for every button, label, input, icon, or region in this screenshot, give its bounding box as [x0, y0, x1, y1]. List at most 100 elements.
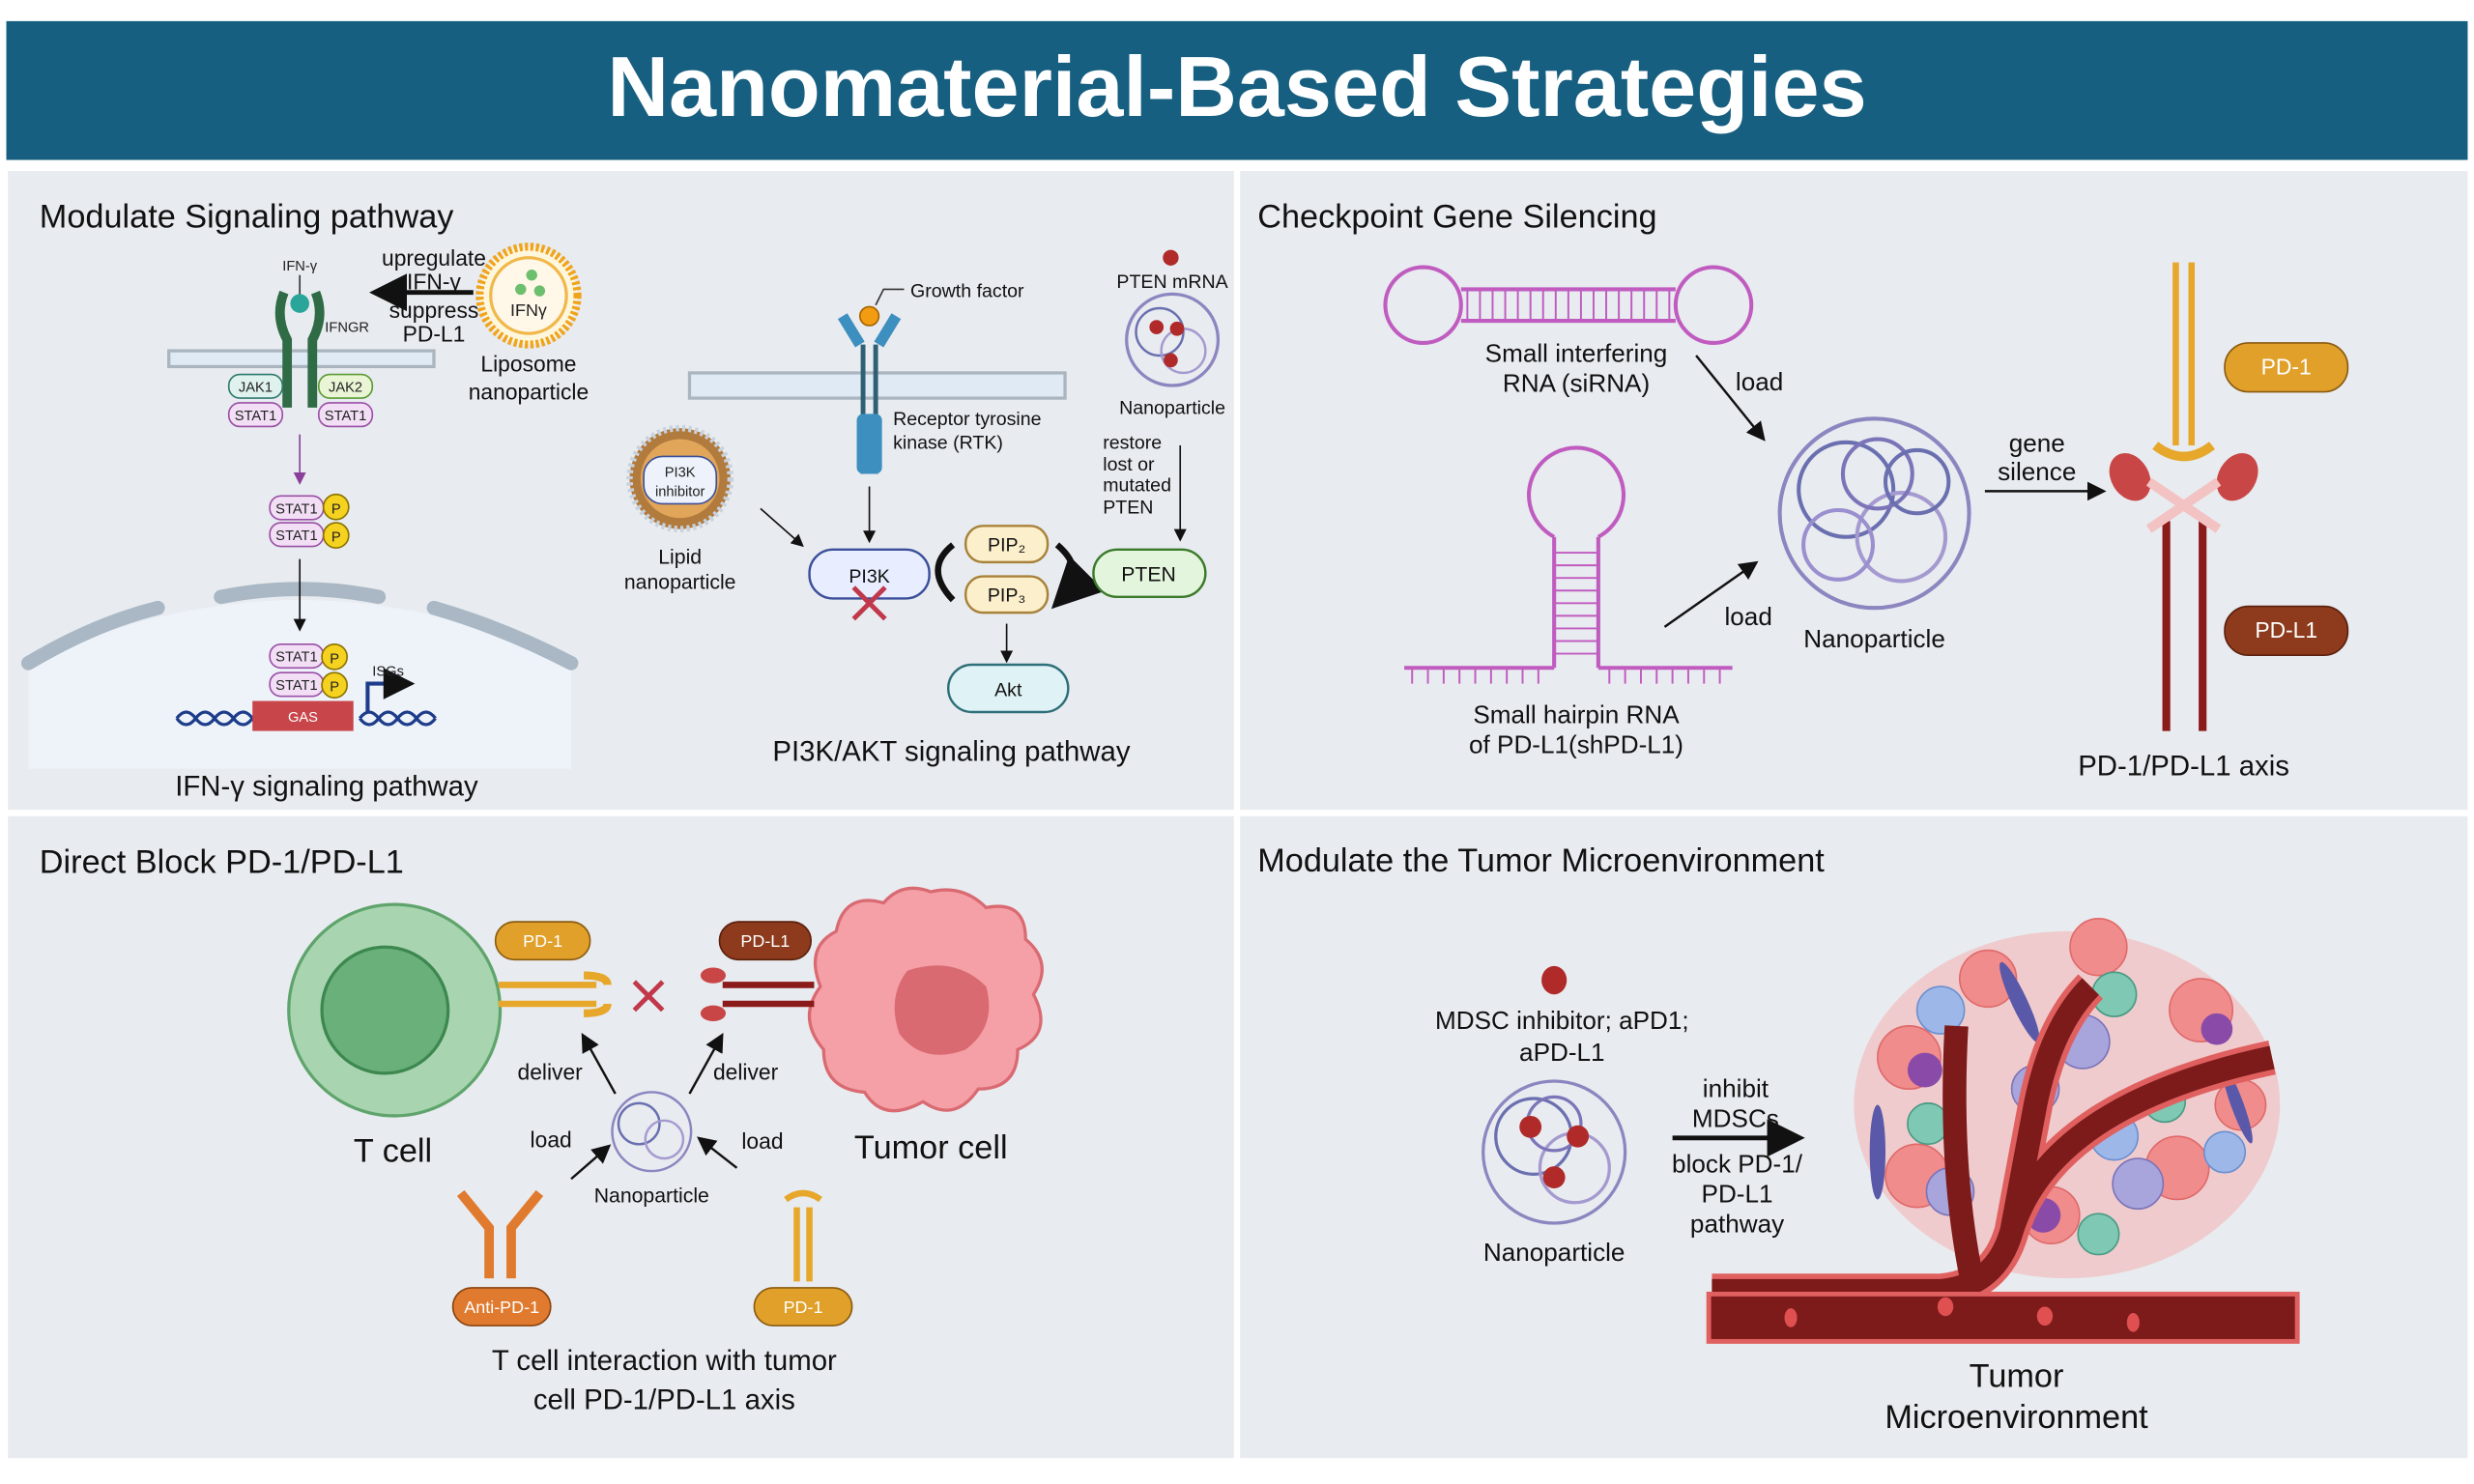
jak-stat-complex: JAK1 JAK2 STAT1 STAT1 — [227, 373, 374, 428]
stat1-dimer: STAT1 STAT1 P P — [269, 493, 350, 549]
label: Lipid — [658, 547, 702, 569]
label: Anti-PD-1 — [464, 1298, 539, 1317]
label: PTEN mRNA — [1116, 271, 1228, 293]
label: IFNγ — [510, 300, 547, 320]
label: PI3K — [665, 466, 696, 481]
label: STAT1 — [275, 528, 318, 544]
label: RNA (siRNA) — [1503, 369, 1650, 398]
panel-title: Modulate Signaling pathway — [40, 199, 454, 236]
inhibit-x-icon — [851, 585, 887, 621]
label: cell PD-1/PD-L1 axis — [533, 1384, 795, 1416]
shrna-icon — [1404, 445, 1733, 684]
akt-node — [946, 663, 1070, 714]
lipid-nanoparticle: PI3K inhibitor — [626, 424, 734, 532]
label: load — [1736, 367, 1783, 396]
pten-mrna-icon — [1163, 249, 1179, 266]
label: load — [531, 1127, 572, 1153]
label: Liposome — [480, 351, 576, 376]
anti-pd1-antibody-icon — [456, 1189, 544, 1279]
label: Nanoparticle — [1119, 397, 1225, 418]
label: T cell — [354, 1132, 432, 1169]
caption: PD-1/PD-L1 axis — [2078, 750, 2289, 782]
label: Growth factor — [910, 281, 1024, 302]
label: restore — [1103, 432, 1162, 453]
pd1-badge — [494, 921, 591, 961]
label: upregulate — [382, 245, 486, 271]
drug-icon — [1541, 965, 1568, 995]
nanoparticle — [1777, 416, 1971, 611]
liposome-nanoparticle: IFNγ — [475, 243, 582, 349]
label: suppress — [389, 298, 479, 323]
label: MDSC inhibitor; aPD1; — [1435, 1006, 1689, 1035]
label: PIP₂ — [988, 534, 1025, 556]
label: JAK2 — [329, 381, 362, 396]
label: load — [1724, 602, 1771, 631]
label: GAS — [288, 710, 318, 726]
label: mutated — [1103, 474, 1171, 496]
label: lost or — [1103, 454, 1155, 475]
pdl1-badge — [2224, 605, 2349, 657]
pdl1-receptor — [722, 982, 815, 1008]
label: Small interfering — [1485, 339, 1668, 368]
pd1-pdl1-axis-icon — [2109, 262, 2258, 731]
label: PD-L1 — [1702, 1180, 1773, 1209]
label: nanoparticle — [469, 380, 589, 405]
anti-pd1-badge — [451, 1287, 552, 1327]
label: STAT1 — [325, 409, 367, 424]
label: STAT1 — [235, 409, 277, 424]
label: PD-L1 — [2255, 617, 2317, 642]
label: PD-1 — [784, 1298, 823, 1317]
label: Nanoparticle — [594, 1185, 709, 1208]
label: PD-1 — [523, 931, 562, 951]
label: IFNGR — [325, 321, 369, 336]
label: Tumor cell — [854, 1129, 1008, 1166]
label: PD-L1 — [740, 931, 790, 951]
tumor-cell-icon — [807, 886, 1044, 1113]
label: PD-1 — [2261, 355, 2312, 380]
label: PI3K — [849, 566, 889, 587]
panel-silencing — [1240, 170, 2468, 811]
label: MDSCs — [1692, 1103, 1779, 1132]
label: Akt — [994, 680, 1022, 701]
label: Small hairpin RNA — [1473, 699, 1680, 728]
label: Nanoparticle — [1803, 624, 1945, 653]
block-x-icon — [632, 980, 665, 1013]
pten-node — [1092, 548, 1207, 599]
label: deliver — [713, 1059, 779, 1084]
pi3k-node — [808, 548, 931, 600]
label: JAK1 — [239, 381, 273, 396]
label: P — [330, 680, 339, 696]
label: T cell interaction with tumor — [492, 1345, 837, 1377]
ifngr-receptor — [274, 290, 325, 408]
nanoparticle — [1125, 292, 1221, 387]
cell-membrane — [167, 349, 436, 369]
stat1-dimer-nuclear: STAT1 STAT1 P P — [269, 642, 348, 699]
label: P — [330, 651, 339, 667]
label: PTEN — [1103, 497, 1153, 518]
page-title: Nanomaterial-Based Strategies — [607, 39, 1866, 134]
label: load — [741, 1128, 783, 1154]
pip2-node — [964, 525, 1050, 564]
label: inhibit — [1703, 1073, 1769, 1102]
pd1-receptor — [498, 982, 597, 1008]
label: silence — [1998, 457, 2076, 486]
label: gene — [2009, 429, 2065, 458]
pd1-badge — [753, 1287, 853, 1327]
label: PTEN — [1121, 563, 1176, 585]
label: Microenvironment — [1884, 1399, 2148, 1436]
label: nanoparticle — [624, 572, 736, 594]
label: inhibitor — [655, 484, 705, 499]
label: STAT1 — [275, 650, 318, 666]
label: kinase (RTK) — [893, 432, 1003, 453]
pd1-receptor-free — [784, 1189, 822, 1282]
panel-title: Direct Block PD-1/PD-L1 — [40, 844, 404, 881]
label: pathway — [1690, 1210, 1784, 1239]
panel-title: Checkpoint Gene Silencing — [1257, 199, 1656, 236]
label: IFN-γ — [407, 269, 461, 294]
nanoparticle — [1482, 1079, 1627, 1225]
label: P — [331, 501, 341, 517]
label: block PD-1/ — [1672, 1150, 1803, 1179]
label: deliver — [518, 1059, 584, 1084]
